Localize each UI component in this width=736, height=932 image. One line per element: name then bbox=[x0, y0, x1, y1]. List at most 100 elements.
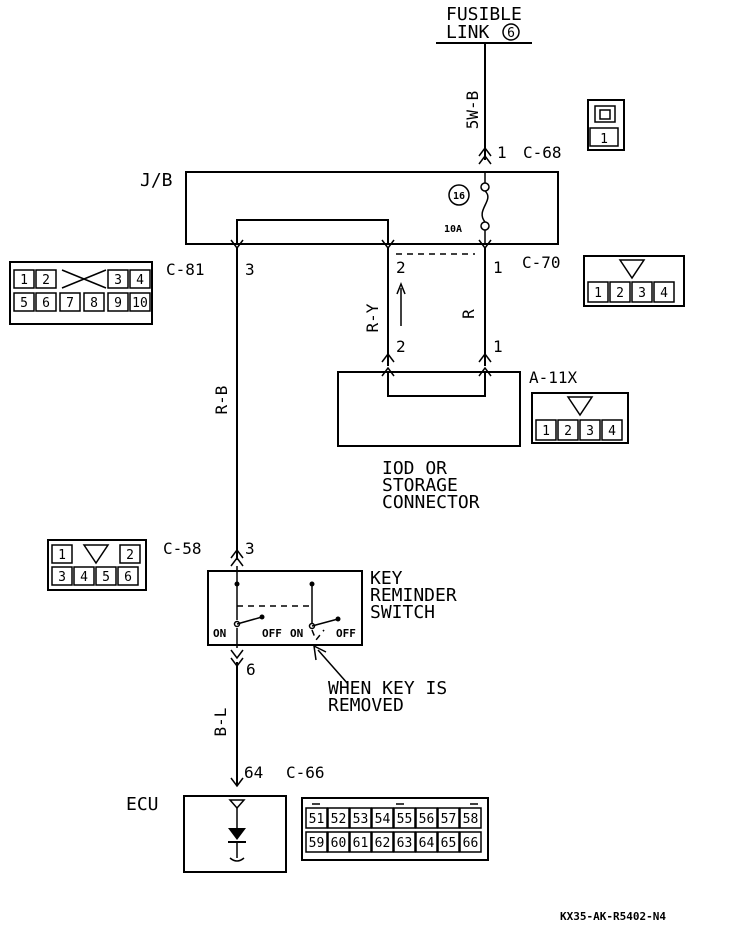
c58-pin-top: 3 bbox=[245, 539, 255, 558]
c70-icon-pin: 1 bbox=[594, 286, 602, 301]
a11x-icon-pin: 1 bbox=[542, 424, 550, 439]
flow-arrow-head bbox=[396, 281, 406, 295]
switch-label-2: REMINDER bbox=[370, 585, 457, 606]
c81-connector-icon: 1 2 3 4 5 6 7 8 9 10 bbox=[9, 261, 153, 325]
c66-pin-number: 58 bbox=[463, 812, 479, 827]
c58-connector-icon: 1 2 3 4 5 6 bbox=[47, 539, 147, 591]
c58-icon-pin: 5 bbox=[102, 570, 110, 585]
c70-pin-1: 1 bbox=[493, 258, 503, 277]
c70-icon-pin: 3 bbox=[638, 286, 646, 301]
c81-icon-pin: 5 bbox=[20, 296, 28, 311]
fuse-number-circle bbox=[448, 184, 470, 206]
switch-on-2: ON bbox=[290, 627, 303, 640]
c81-icon-pin: 3 bbox=[114, 273, 122, 288]
a11x-connector-icon: 1 2 3 4 bbox=[531, 392, 629, 444]
fuse-number: 16 bbox=[453, 191, 465, 202]
c66-pin-number: 64 bbox=[419, 836, 435, 851]
c66-terminal bbox=[230, 777, 244, 788]
note-label: WHEN KEY IS bbox=[328, 678, 447, 699]
note-label-2: REMOVED bbox=[328, 695, 404, 716]
c58-icon-pin: 4 bbox=[80, 570, 88, 585]
c66-pin-number: 52 bbox=[331, 812, 347, 827]
c66-pin-number: 60 bbox=[331, 836, 347, 851]
c66-pin-cell bbox=[349, 807, 372, 829]
c58-bottom-terminal bbox=[230, 649, 244, 660]
c70-icon-pin: 2 bbox=[616, 286, 624, 301]
a11x-pin-2: 2 bbox=[396, 337, 406, 356]
iod-terminal bbox=[381, 366, 395, 377]
c66-pin-number: 59 bbox=[309, 836, 325, 851]
c66-pin-number: 54 bbox=[375, 812, 391, 827]
a11x-pin-1: 1 bbox=[493, 337, 503, 356]
c66-pin-number: 51 bbox=[309, 812, 325, 827]
fusible-link-number-circle bbox=[502, 23, 520, 41]
wire-label-r: R bbox=[459, 309, 478, 319]
a11x-terminal-1 bbox=[478, 352, 492, 363]
a11x-icon-pin: 3 bbox=[586, 424, 594, 439]
fusible-link-label: FUSIBLE bbox=[446, 4, 522, 25]
c58-icon-pin: 1 bbox=[58, 548, 66, 563]
c66-pin-number: 65 bbox=[441, 836, 457, 851]
c66-connector-icon bbox=[301, 797, 489, 861]
c68-label: C-68 bbox=[523, 143, 562, 162]
c68-terminal-2 bbox=[478, 154, 492, 165]
switch-contacts bbox=[233, 566, 341, 648]
c66-pin-number: 57 bbox=[441, 812, 457, 827]
a11x-terminal-2 bbox=[381, 352, 395, 363]
c66-pin-number: 56 bbox=[419, 812, 435, 827]
c81-icon-pin: 8 bbox=[90, 296, 98, 311]
c81-icon-pin: 2 bbox=[42, 273, 50, 288]
iod-label-2: STORAGE bbox=[382, 475, 458, 496]
fuse-amperage: 10A bbox=[444, 224, 462, 235]
c68-connector-icon: 1 bbox=[587, 99, 625, 151]
c58-pin-bottom: 6 bbox=[246, 660, 256, 679]
key-reminder-switch bbox=[207, 570, 363, 646]
c66-pin-cell bbox=[371, 807, 394, 829]
c66-pin-cell bbox=[415, 807, 438, 829]
c66-pin-cell bbox=[305, 831, 328, 853]
c66-pin-cell bbox=[459, 831, 482, 853]
c58-icon-pin: 6 bbox=[124, 570, 132, 585]
c58-label: C-58 bbox=[163, 539, 202, 558]
c66-pin: 64 bbox=[244, 763, 263, 782]
switch-off-1: OFF bbox=[262, 627, 282, 640]
jb-internal-link bbox=[236, 219, 389, 244]
jb-label: J/B bbox=[140, 170, 173, 191]
iod-label: IOD OR bbox=[382, 458, 447, 479]
fusible-link: FUSIBLE LINK 6 bbox=[436, 4, 532, 44]
c58-terminal bbox=[230, 548, 244, 559]
c58-icon-pin: 2 bbox=[126, 548, 134, 563]
c70-pin-2: 2 bbox=[396, 258, 406, 277]
c66-pin-cell bbox=[415, 831, 438, 853]
c66-pin-cell bbox=[437, 831, 460, 853]
c66-pin-number: 61 bbox=[353, 836, 369, 851]
c66-pin-cell bbox=[459, 807, 482, 829]
fuse-16: 16 10A bbox=[444, 172, 490, 244]
c66-pin-number: 55 bbox=[397, 812, 413, 827]
wire-label-b-l: B-L bbox=[211, 708, 230, 737]
a11x-icon-pin: 4 bbox=[608, 424, 616, 439]
c66-pin-cell bbox=[437, 807, 460, 829]
c81-icon-pin: 1 bbox=[20, 273, 28, 288]
ecu-label: ECU bbox=[126, 794, 159, 815]
c66-pin-cell bbox=[371, 831, 394, 853]
c81-icon-pin: 7 bbox=[66, 296, 74, 311]
a11x-icon-pin: 2 bbox=[564, 424, 572, 439]
c66-pin-number: 53 bbox=[353, 812, 369, 827]
c58-terminal-2 bbox=[230, 556, 244, 567]
c66-pin-cell bbox=[327, 807, 350, 829]
c66-pin-cell bbox=[305, 807, 328, 829]
c70-connector-icon: 1 2 3 4 bbox=[583, 255, 685, 307]
wire-label-r-y: R-Y bbox=[363, 303, 382, 332]
junction-block bbox=[185, 171, 559, 245]
c70-icon-pin: 4 bbox=[660, 286, 668, 301]
diagram-code: KX35-AK-R5402-N4 bbox=[560, 910, 666, 923]
switch-label-3: SWITCH bbox=[370, 602, 435, 623]
c66-pin-number: 66 bbox=[463, 836, 479, 851]
iod-internal-link bbox=[387, 372, 486, 397]
iod-storage-connector bbox=[337, 371, 521, 447]
ecu-box bbox=[183, 795, 287, 873]
fusible-link-number: 6 bbox=[507, 26, 515, 41]
note-arrow-head bbox=[313, 644, 327, 661]
